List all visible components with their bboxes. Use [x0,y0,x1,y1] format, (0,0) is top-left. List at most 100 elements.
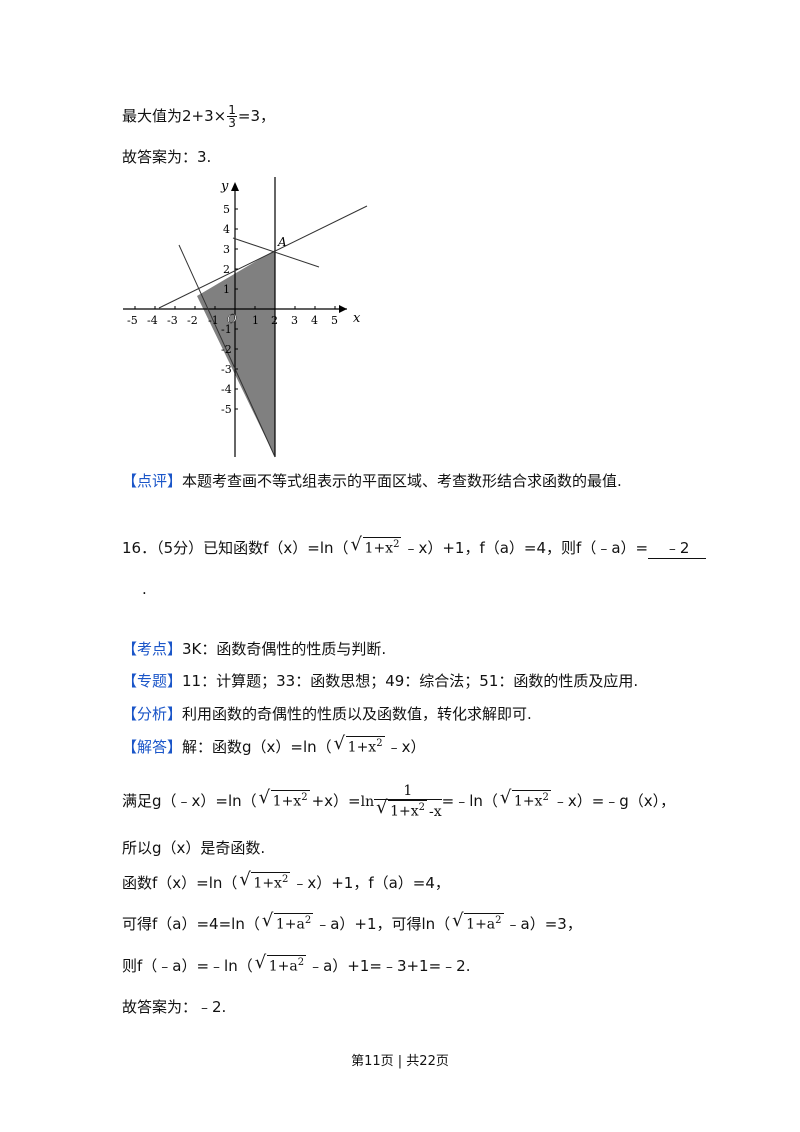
sqrt-symbol: √ [333,733,346,755]
then-prefix: 则f（﹣a）=﹣ln（ [122,957,253,975]
x-axis-label: x [353,311,361,326]
jieda-tag: 【解答】 [122,738,183,756]
get-mid: ﹣a）+1，可得ln（ [315,915,451,933]
exponent: 2 [418,802,426,813]
jieda-suffix: ﹣x） [386,738,426,756]
fraction-denominator: 3 [228,116,236,130]
x-tick-label: -1 [208,314,219,327]
y-tick-label: -4 [221,383,232,396]
radicand: 1+x [390,803,419,820]
exponent: 2 [304,915,312,927]
x-tick-label: -4 [147,314,158,327]
x-tick-labels: -5 -4 -3 -2 -1 1 2 3 4 5 [127,314,338,327]
zhuanti-tag: 【专题】 [122,672,183,690]
origin-label: O [227,312,237,326]
sqrt-expression: √1+x2 [333,733,385,756]
radicand: 1+x [364,541,394,557]
sqrt-expression: √1+x2 [351,534,402,557]
then-suffix: ﹣a）+1=﹣3+1=﹣2. [308,957,471,975]
exponent: 2 [376,738,383,750]
fenxi-line: 【分析】利用函数的奇偶性的性质以及函数值，转化求解即可. [122,703,532,724]
sqrt-symbol: √ [499,787,512,809]
sqrt-symbol: √ [258,787,271,809]
get-prefix: 可得f（a）=4=ln（ [122,915,260,933]
big-fraction-denominator: √1+x2-x [374,797,442,820]
sqrt-expression: √1+a2 [254,952,307,975]
func-line: 函数f（x）=ln（√1+x2﹣x）+1，f（a）=4， [122,869,450,893]
answer-line-1: 故答案为：3. [122,148,212,166]
func-prefix: 函数f（x）=ln（ [122,874,238,892]
fenxi-text: 利用函数的奇偶性的性质以及函数值，转化求解即可. [182,705,532,723]
sqrt-expression: √1+x2 [376,797,428,820]
radicand: 1+x [347,740,377,756]
satisfy-eq2: =﹣ln（ [441,791,498,810]
exponent: 2 [542,792,549,804]
y-tick-label: -5 [221,403,232,416]
fenxi-tag: 【分析】 [122,705,183,723]
review-tag: 【点评】 [122,472,183,490]
exponent: 2 [495,915,502,927]
answer-blank: ﹣2 [648,537,707,559]
x-tick-marks [134,306,336,309]
sqrt-expression: √1+x2 [239,869,291,892]
get-suffix: ﹣a）=3， [505,915,582,933]
big-fraction-numerator: 1 [374,783,442,800]
radicand: 1+x [513,793,543,810]
y-axis-label: y [220,179,229,194]
kaodian-line: 【考点】3K：函数奇偶性的性质与判断. [122,638,386,659]
sqrt-expression: √1+x2 [258,787,310,810]
line-steep [178,244,276,458]
odd-function-line: 所以g（x）是奇函数. [122,839,266,857]
sqrt-symbol: √ [261,910,274,932]
x-tick-label: 3 [291,314,298,327]
radicand: 1+x [253,876,282,892]
jieda-line: 【解答】解：函数g（x）=ln（√1+x2﹣x） [122,733,426,757]
satisfy-prefix: 满足g（﹣x）=ln（ [122,791,257,810]
y-tick-marks [235,208,238,410]
satisfy-suffix: ﹣x）=﹣g（x）， [552,791,676,810]
zhuanti-text: 11：计算题；33：函数思想；49：综合法；51：函数的性质及应用. [182,672,639,690]
x-tick-label: -2 [187,314,198,327]
kaodian-tag: 【考点】 [122,640,183,658]
exponent: 2 [301,792,308,804]
inequality-region-graph: -5 -4 -3 -2 -1 1 2 3 4 5 5 4 3 2 1 -1 -2… [123,177,368,458]
kaodian-text: 3K：函数奇偶性的性质与判断. [182,640,387,658]
shaded-region [197,250,275,457]
x-tick-label: -3 [167,314,178,327]
sqrt-symbol: √ [452,910,464,932]
big-fraction: 1√1+x2-x [374,783,442,820]
zhuanti-line: 【专题】11：计算题；33：函数思想；49：综合法；51：函数的性质及应用. [122,670,638,691]
y-tick-label: 4 [223,223,230,236]
x-tick-label: 2 [271,314,278,327]
ln-text: ln [360,793,375,810]
point-a-label: A [277,235,287,249]
sqrt-expression: √1+a2 [261,910,314,933]
jieda-prefix: 解：函数g（x）=ln（ [182,738,332,756]
q16-text: 16．（5分）已知函数f（x）=ln（ [122,539,349,557]
y-tick-label: 5 [223,203,230,216]
radicand: 1+a [275,917,305,933]
x-axis-arrow [339,305,347,313]
x-tick-label: 5 [331,314,338,327]
final-answer-line: 故答案为：﹣2. [122,998,227,1016]
y-tick-label: 1 [223,283,230,296]
sqrt-symbol: √ [376,797,388,818]
denominator-tail: -x [429,803,442,820]
q16-text-after: ﹣x）+1，f（a）=4，则f（﹣a）= [403,539,649,557]
review-line: 【点评】本题考查画不等式组表示的平面区域、考查数形结合求函数的最值. [122,470,622,491]
exponent: 2 [281,874,289,886]
x-tick-label: 4 [311,314,318,327]
y-tick-label: -3 [221,363,232,376]
line-upper-slope [158,205,368,309]
exponent: 2 [297,957,305,969]
then-line: 则f（﹣a）=﹣ln（√1+a2﹣a）+1=﹣3+1=﹣2. [122,952,471,976]
review-text: 本题考查画不等式组表示的平面区域、考查数形结合求函数的最值. [182,472,622,490]
max-value-suffix: =3， [237,107,275,125]
max-value-prefix: 最大值为2+3× [122,107,227,125]
sqrt-symbol: √ [254,952,267,974]
satisfy-mid: +x）= [311,791,361,810]
line-lower-slope [232,237,320,268]
